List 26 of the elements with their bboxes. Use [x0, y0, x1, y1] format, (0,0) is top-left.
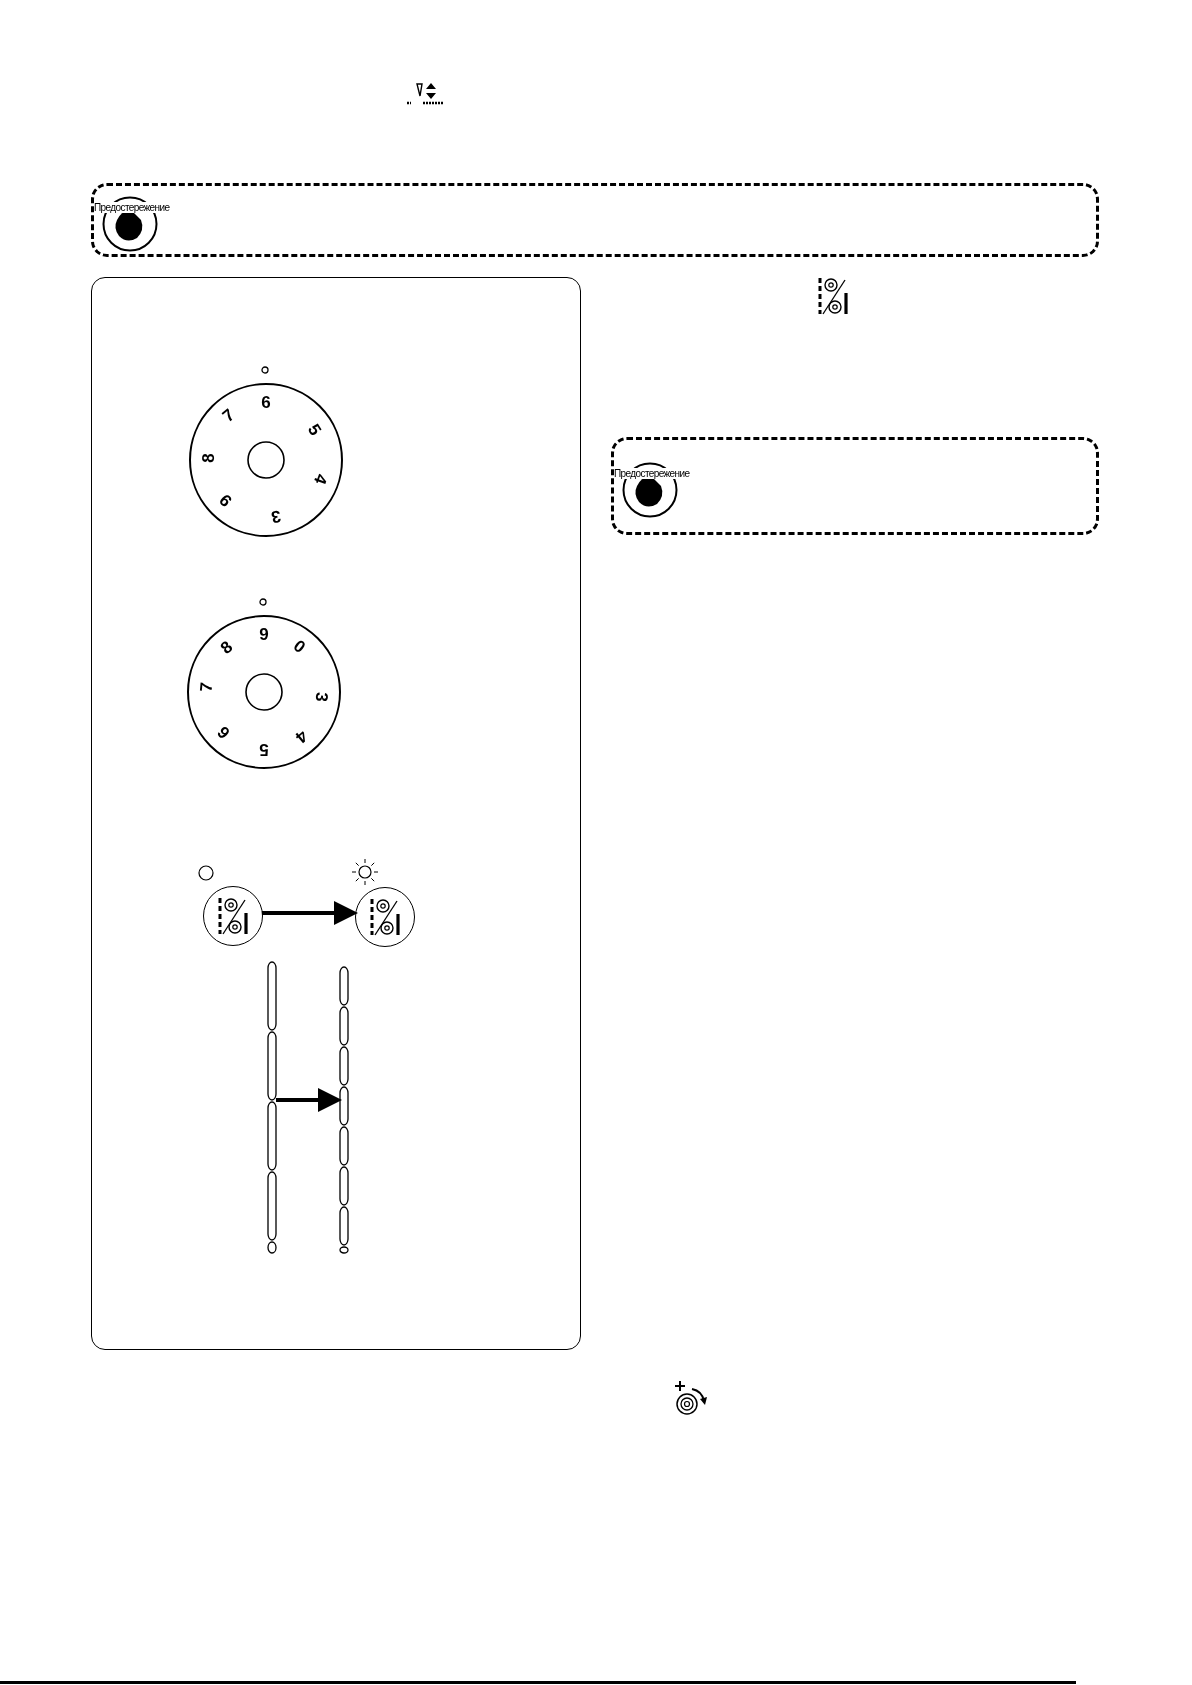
dial-number: 9 — [258, 625, 270, 645]
dial-number: 5 — [258, 739, 270, 759]
stitch-drawing — [267, 961, 277, 1254]
dial-number: 4 — [308, 470, 332, 490]
dial-number: 5 — [303, 419, 327, 441]
dial-number: 3 — [310, 690, 332, 705]
dial-number: 7 — [218, 404, 240, 429]
dial-number: 3 — [268, 505, 284, 528]
dial-number: 0 — [288, 635, 310, 660]
arrow — [262, 901, 358, 925]
dial-number: 8 — [198, 451, 220, 466]
dial-number: 7 — [196, 680, 218, 695]
dial-number: 9 — [214, 489, 237, 513]
caution-box — [91, 183, 1099, 257]
stitch-drawing — [339, 966, 349, 1254]
arrow — [276, 1088, 342, 1112]
caution-label: Предостережение — [94, 202, 170, 213]
dial — [187, 615, 341, 769]
dial-number: 4 — [290, 724, 312, 749]
caution-label: Предостережение — [614, 468, 690, 479]
dial-number: 6 — [260, 393, 272, 413]
panel — [91, 277, 581, 1350]
dial-number: 6 — [212, 721, 235, 745]
dial — [189, 383, 343, 537]
dial-number: 8 — [216, 636, 238, 661]
caution-box — [611, 437, 1099, 535]
